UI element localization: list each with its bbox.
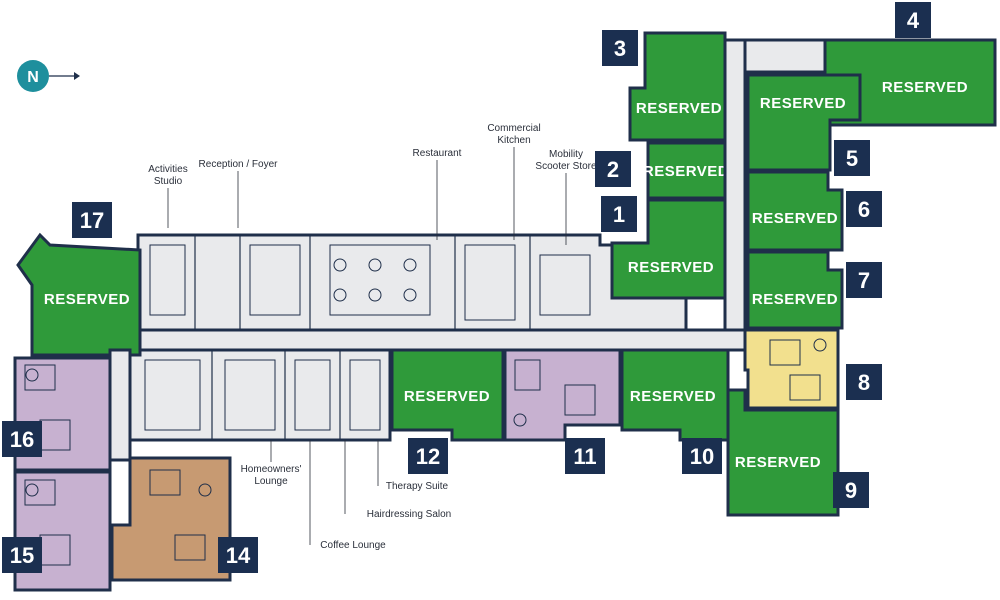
svg-text:10: 10 [690,444,714,469]
plot-badge-1[interactable]: 1 [601,196,637,232]
label-hairdressing: Hairdressing Salon [367,509,452,520]
label-reception: Reception / Foyer [199,159,279,170]
plot-badge-6[interactable]: 6 [846,191,882,227]
apartment-9[interactable]: RESERVED [726,388,840,517]
plot-badge-17[interactable]: 17 [72,202,112,238]
label-homeowners-lounge-2: Lounge [254,476,288,487]
plot-badge-11[interactable]: 11 [565,438,605,474]
label-activities-studio: Activities [148,164,187,175]
compass-icon [17,60,49,92]
svg-text:11: 11 [573,444,596,469]
plot-badge-14[interactable]: 14 [218,537,258,573]
plot-badge-2[interactable]: 2 [595,151,631,187]
apartment-2[interactable]: RESERVED [643,141,729,200]
plot-badge-4[interactable]: 4 [895,2,931,38]
svg-text:16: 16 [10,427,34,452]
svg-text:3: 3 [614,36,626,61]
plot-badge-8[interactable]: 8 [846,364,882,400]
reserved-label: RESERVED [628,259,714,276]
reserved-label: RESERVED [630,388,716,405]
svg-text:14: 14 [226,543,251,568]
reserved-label: RESERVED [44,291,130,308]
plot-badge-7[interactable]: 7 [846,262,882,298]
reserved-label: RESERVED [735,454,821,471]
plot-badge-10[interactable]: 10 [682,438,722,474]
label-restaurant: Restaurant [413,148,462,159]
svg-text:6: 6 [858,197,870,222]
svg-text:12: 12 [416,444,440,469]
label-kitchen: Commercial [487,123,540,134]
svg-text:4: 4 [907,8,920,33]
svg-text:7: 7 [858,268,870,293]
reserved-label: RESERVED [404,388,490,405]
apartment-8[interactable] [743,328,840,410]
north-compass: N [17,60,80,92]
apartment-10[interactable]: RESERVED [620,348,730,442]
reserved-label: RESERVED [882,79,968,96]
apartment-11[interactable] [503,348,622,442]
reserved-label: RESERVED [752,291,838,308]
room-labels: Activities Studio Reception / Foyer Rest… [148,123,597,551]
reserved-label: RESERVED [643,163,729,180]
apartment-14[interactable] [110,456,232,582]
label-kitchen-2: Kitchen [497,135,530,146]
communal-block [108,233,747,442]
apartment-6[interactable]: RESERVED [746,170,844,252]
label-mobility-2: Scooter Store [535,161,597,172]
label-mobility: Mobility [549,149,583,160]
label-coffee-lounge: Coffee Lounge [320,540,386,551]
reserved-label: RESERVED [752,210,838,227]
apartment-3[interactable]: RESERVED [628,31,727,142]
svg-text:8: 8 [858,370,870,395]
apartment-7[interactable]: RESERVED [746,250,844,330]
apartment-12[interactable]: RESERVED [390,348,505,442]
reserved-label: RESERVED [760,95,846,112]
svg-text:2: 2 [607,157,619,182]
compass-label: N [27,69,39,86]
apartment-17[interactable]: RESERVED [16,232,142,357]
label-homeowners-lounge: Homeowners' [241,464,302,475]
svg-text:17: 17 [80,208,104,233]
svg-text:9: 9 [845,478,857,503]
svg-text:1: 1 [613,202,625,227]
label-therapy-suite: Therapy Suite [386,481,449,492]
plot-badge-9[interactable]: 9 [833,472,869,508]
reserved-label: RESERVED [636,100,722,117]
label-activities-studio-2: Studio [154,176,183,187]
plot-badge-3[interactable]: 3 [602,30,638,66]
svg-text:15: 15 [10,543,34,568]
plot-badge-5[interactable]: 5 [834,140,870,176]
apartment-5[interactable]: RESERVED [746,73,862,172]
plot-badge-15[interactable]: 15 [2,537,42,573]
plot-badge-16[interactable]: 16 [2,421,42,457]
plot-badges: 1 2 3 4 5 6 7 8 9 10 11 12 14 15 16 17 [2,2,931,573]
plot-badge-12[interactable]: 12 [408,438,448,474]
svg-text:5: 5 [846,146,858,171]
